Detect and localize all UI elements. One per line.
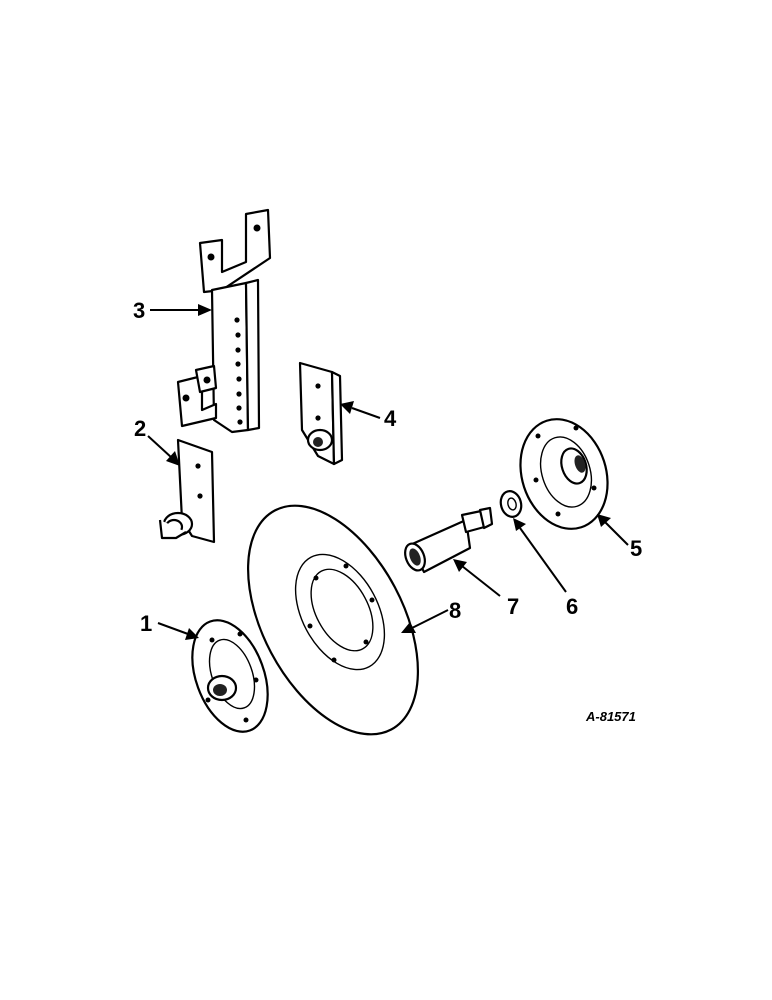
part-8-disc bbox=[246, 504, 420, 736]
callout-7: 7 bbox=[507, 594, 519, 619]
callout-4: 4 bbox=[384, 406, 397, 431]
leader-3 bbox=[150, 304, 212, 316]
callout-6: 6 bbox=[566, 594, 578, 619]
part-3-bracket bbox=[176, 208, 272, 434]
part-1-hub bbox=[191, 619, 269, 733]
callout-1: 1 bbox=[140, 611, 152, 636]
leader-5 bbox=[597, 514, 629, 546]
callout-3: 3 bbox=[133, 298, 145, 323]
part-4-bracket bbox=[298, 361, 344, 466]
leader-6 bbox=[513, 518, 567, 593]
callout-2: 2 bbox=[134, 416, 146, 441]
leader-1 bbox=[157, 622, 199, 640]
part-7-spindle bbox=[404, 506, 494, 574]
part-2-bracket bbox=[158, 438, 216, 544]
part-5-flange bbox=[519, 418, 609, 530]
leader-2 bbox=[147, 435, 180, 466]
callout-5: 5 bbox=[630, 536, 642, 561]
figure-id: A-81571 bbox=[585, 709, 636, 724]
leader-4 bbox=[340, 401, 381, 419]
part-6-washer bbox=[499, 490, 523, 518]
leader-8 bbox=[401, 609, 449, 633]
callout-8: 8 bbox=[449, 598, 461, 623]
leader-7 bbox=[453, 559, 501, 597]
